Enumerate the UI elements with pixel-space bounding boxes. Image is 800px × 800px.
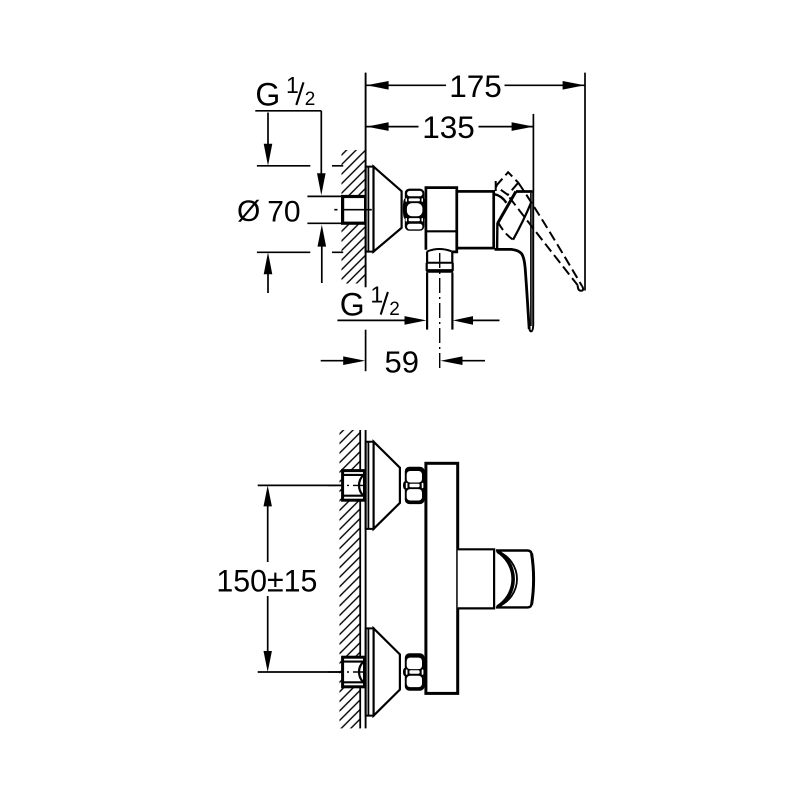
svg-text:150±15: 150±15 xyxy=(216,562,317,598)
svg-text:G: G xyxy=(340,286,365,322)
svg-text:175: 175 xyxy=(449,68,502,104)
svg-text:2: 2 xyxy=(305,89,316,110)
svg-text:2: 2 xyxy=(389,299,400,320)
svg-text:135: 135 xyxy=(422,109,475,145)
svg-text:1: 1 xyxy=(286,72,299,98)
svg-text:59: 59 xyxy=(384,344,418,379)
svg-text:1: 1 xyxy=(370,282,383,308)
svg-text:Ø: Ø xyxy=(237,195,260,228)
svg-text:70: 70 xyxy=(267,195,300,228)
svg-text:G: G xyxy=(255,77,280,113)
